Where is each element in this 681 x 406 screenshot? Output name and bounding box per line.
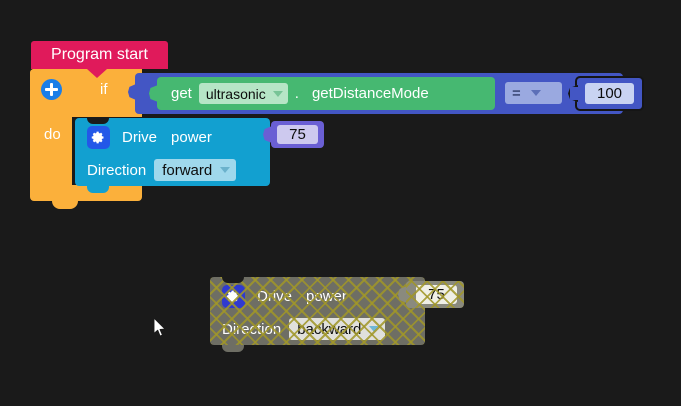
drive-block-disabled[interactable]: Drive power Direction backward xyxy=(210,276,425,352)
drive-power-number-block[interactable]: 75 xyxy=(263,121,324,148)
direction-dropdown-value: forward xyxy=(162,161,213,179)
if-block-bottom-connector xyxy=(52,201,78,209)
chevron-down-icon xyxy=(272,90,283,97)
number-block-100-output-plug xyxy=(568,85,578,102)
drive-block-disabled-top-connector xyxy=(222,276,244,283)
get-keyword-label: get xyxy=(171,85,192,102)
program-start-block[interactable]: Program start xyxy=(31,41,168,78)
add-else-plus-button[interactable] xyxy=(41,79,62,100)
plus-icon-vertical xyxy=(50,83,53,96)
gear-icon[interactable] xyxy=(87,126,110,149)
comparison-operator-dropdown[interactable]: = xyxy=(505,82,562,104)
chevron-down-icon xyxy=(369,326,380,332)
gear-icon[interactable] xyxy=(222,285,245,308)
chevron-down-icon xyxy=(530,90,541,96)
drive-power-output-plug xyxy=(263,126,272,143)
drive-block-row-1: Drive power xyxy=(122,129,212,146)
method-name-label: getDistanceMode xyxy=(311,85,429,102)
number-block-100[interactable]: 100 xyxy=(568,76,644,111)
comparison-condition-block[interactable]: get ultrasonic . getDistanceMode = 100 xyxy=(128,73,644,114)
drive-label: Drive xyxy=(122,129,158,146)
drive-power-number-block-disabled[interactable]: 75 xyxy=(398,281,464,308)
direction-dropdown[interactable]: backward xyxy=(289,318,386,340)
drive-block-top-connector xyxy=(87,117,109,124)
drive-block-disabled-bottom-connector xyxy=(222,345,244,352)
sensor-object-dropdown-value: ultrasonic xyxy=(205,85,266,102)
drive-block[interactable]: Drive power Direction forward xyxy=(75,117,270,193)
drive-power-disabled-value: 75 xyxy=(428,286,445,303)
do-keyword-label: do xyxy=(44,126,61,143)
program-start-label: Program start xyxy=(51,46,148,63)
dot-separator-label: . xyxy=(294,85,299,102)
sensor-object-dropdown[interactable]: ultrasonic xyxy=(198,83,288,104)
method-call-output-plug xyxy=(149,85,158,102)
power-label: power xyxy=(171,129,212,146)
drive-block-row-2: Direction forward xyxy=(87,159,237,181)
drive-block-disabled-row-1: Drive power xyxy=(257,288,347,305)
direction-label: Direction xyxy=(87,161,147,179)
chevron-down-icon xyxy=(220,167,231,173)
drive-power-input[interactable]: 75 xyxy=(277,125,318,144)
drive-block-disabled-row-2: Direction backward xyxy=(222,318,386,340)
direction-dropdown-value: backward xyxy=(297,320,362,338)
power-label: power xyxy=(306,288,347,305)
drive-power-disabled-input[interactable]: 75 xyxy=(416,285,457,304)
comparison-operator-value: = xyxy=(512,84,521,102)
drive-block-bottom-connector xyxy=(87,186,109,193)
condition-output-plug xyxy=(128,84,136,100)
drive-label: Drive xyxy=(257,288,293,305)
mouse-pointer-icon xyxy=(153,317,166,337)
if-keyword-label: if xyxy=(100,81,108,98)
direction-label: Direction xyxy=(222,320,282,338)
direction-dropdown[interactable]: forward xyxy=(154,159,237,181)
number-input-100-value: 100 xyxy=(596,85,623,102)
drive-power-value: 75 xyxy=(289,126,306,143)
sensor-method-call-block[interactable]: get ultrasonic . getDistanceMode xyxy=(149,77,495,110)
number-input-100[interactable]: 100 xyxy=(585,83,634,104)
